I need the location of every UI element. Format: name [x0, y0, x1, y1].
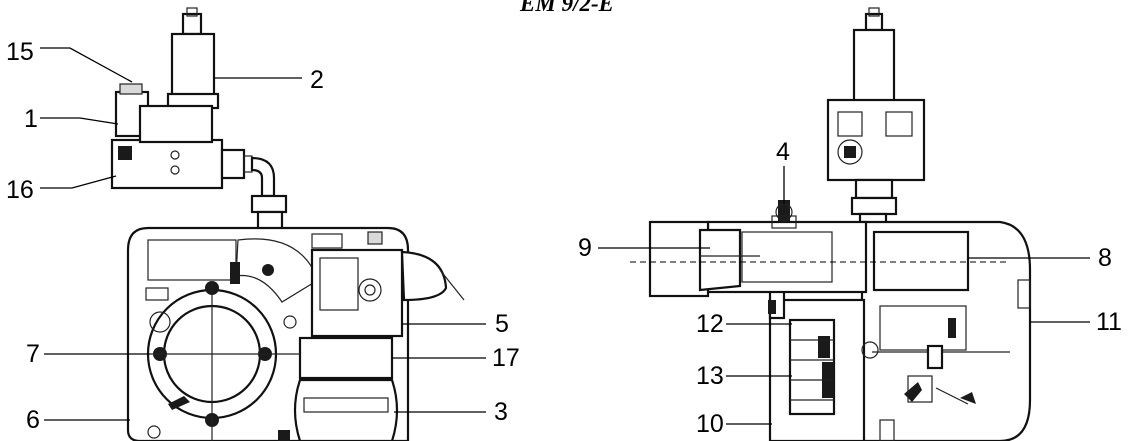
- callout-8: 8: [968, 244, 1112, 272]
- callout-13: 13: [696, 362, 792, 390]
- diagram-title: EM 9/2-E: [520, 0, 614, 16]
- callout-12: 12: [696, 310, 792, 338]
- gas-valve-solenoid: [166, 7, 220, 110]
- callout-15: 15: [6, 38, 133, 83]
- svg-text:12: 12: [696, 310, 724, 338]
- callout-6: 6: [26, 406, 130, 434]
- svg-text:15: 15: [6, 38, 34, 66]
- svg-text:9: 9: [578, 234, 592, 262]
- callout-17: 17: [392, 344, 520, 372]
- svg-text:8: 8: [1098, 244, 1112, 272]
- svg-text:2: 2: [310, 66, 324, 94]
- svg-text:5: 5: [495, 310, 509, 338]
- front-view: 15 1 16 2 7 6 5 17: [6, 7, 520, 441]
- gas-valve-body: [110, 83, 253, 190]
- gas-valve-side: [826, 7, 926, 244]
- callout-4: 4: [776, 138, 790, 204]
- callout-3: 3: [394, 398, 508, 426]
- callout-9: 9: [578, 234, 710, 262]
- svg-text:11: 11: [1096, 308, 1122, 336]
- gas-pipe: [250, 156, 288, 236]
- burner-housing-side: [860, 220, 1032, 441]
- svg-text:3: 3: [494, 398, 508, 426]
- svg-text:16: 16: [6, 176, 34, 204]
- callout-10: 10: [696, 410, 772, 438]
- side-view: 4 9 8 11 12 13 10: [578, 7, 1122, 441]
- callout-5: 5: [402, 310, 509, 338]
- svg-text:7: 7: [26, 340, 40, 368]
- callout-2: 2: [214, 66, 324, 94]
- blast-tube: [648, 200, 868, 298]
- svg-text:17: 17: [492, 344, 520, 372]
- callout-7: 7: [26, 340, 150, 368]
- svg-text:1: 1: [24, 105, 38, 133]
- svg-text:10: 10: [696, 410, 724, 438]
- callout-11: 11: [1030, 308, 1122, 336]
- fan-section: [768, 284, 895, 441]
- svg-text:6: 6: [26, 406, 40, 434]
- svg-text:13: 13: [696, 362, 724, 390]
- callout-1: 1: [24, 105, 119, 133]
- callout-16: 16: [6, 175, 117, 204]
- svg-text:4: 4: [776, 138, 790, 166]
- burner-housing-front: [126, 226, 465, 441]
